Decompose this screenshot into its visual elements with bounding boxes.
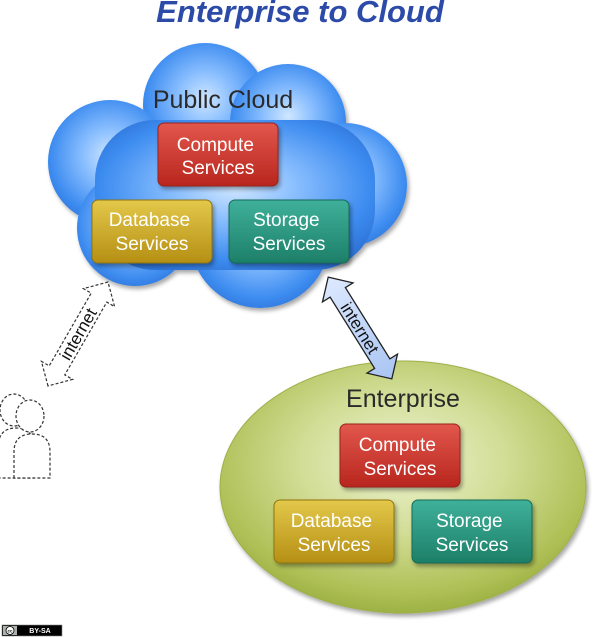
user-internet-label: internet [56, 305, 101, 364]
enterprise-compute-services-box: Compute Services [339, 423, 461, 488]
cloud-database-label-line2: Services [116, 234, 189, 255]
license-badge: cc BY-SA [1, 624, 63, 637]
creative-commons-mark: cc [7, 629, 13, 634]
svg-text:Storage Services: Storage Services [253, 210, 326, 255]
cloud-storage-label-line1: Storage [253, 210, 320, 231]
enterprise-compute-label-line1: Compute [359, 435, 436, 456]
svg-text:Compute Services: Compute Services [177, 135, 259, 179]
svg-text:Database Services: Database Services [291, 511, 378, 556]
user-cloud-internet-arrow: internet [40, 281, 116, 387]
enterprise-label: Enterprise [346, 385, 460, 413]
svg-text:Storage Services: Storage Services [436, 511, 509, 556]
diagram-title: Enterprise to Cloud [156, 0, 445, 29]
svg-text:Database Services: Database Services [109, 210, 196, 255]
creative-commons-icon [5, 626, 15, 635]
remote-users-icon [0, 393, 51, 479]
enterprise-database-services-box: Database Services [273, 499, 395, 564]
enterprise-internet-label: internet [336, 299, 382, 357]
cloud-database-services-box: Database Services [91, 199, 213, 264]
license-badge-text: BY-SA [29, 628, 50, 635]
cloud-compute-label-line1: Compute [177, 135, 254, 156]
enterprise-compute-label-line2: Services [364, 459, 437, 480]
cloud-compute-label-line2: Services [182, 158, 255, 179]
enterprise-database-label-line1: Database [291, 511, 372, 532]
enterprise-storage-services-box: Storage Services [411, 499, 533, 564]
enterprise-storage-label-line2: Services [436, 535, 509, 556]
enterprise-database-label-line2: Services [298, 535, 371, 556]
public-cloud-label: Public Cloud [153, 86, 293, 114]
cloud-database-label-line1: Database [109, 210, 190, 231]
cloud-storage-services-box: Storage Services [228, 199, 350, 264]
cloud-compute-services-box: Compute Services [157, 122, 279, 187]
enterprise-storage-label-line1: Storage [436, 511, 503, 532]
cloud-storage-label-line2: Services [253, 234, 326, 255]
svg-text:Compute Services: Compute Services [359, 435, 441, 480]
